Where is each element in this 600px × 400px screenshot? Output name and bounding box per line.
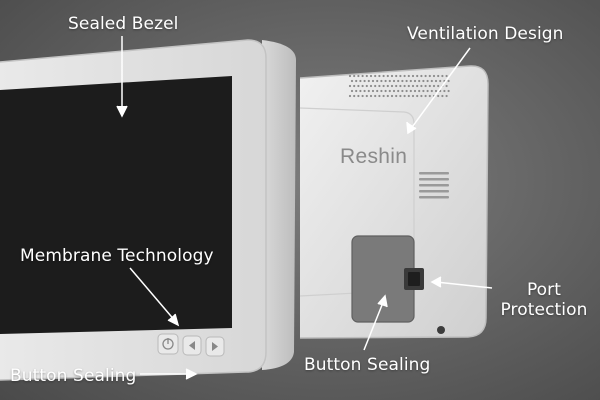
callout-button-sealing-rear: Button Sealing [304,355,431,375]
callout-arrows [116,36,493,380]
callout-sealed-bezel: Sealed Bezel [68,14,179,34]
callout-button-sealing-front: Button Sealing [10,366,137,386]
ventilation-grille-top [348,74,450,98]
callout-port-protection: Port Protection [500,280,588,320]
display-screen [0,76,232,334]
front-housing-side [262,40,296,370]
callout-membrane-technology: Membrane Technology [20,246,214,266]
brand-logo-text: Reshin [340,145,408,168]
front-button-row [157,333,225,357]
screw-icon [437,326,445,334]
ventilation-slots-side [419,172,449,199]
port-cover [351,235,424,323]
rear-housing [299,65,489,339]
callout-ventilation-design: Ventilation Design [407,24,564,44]
